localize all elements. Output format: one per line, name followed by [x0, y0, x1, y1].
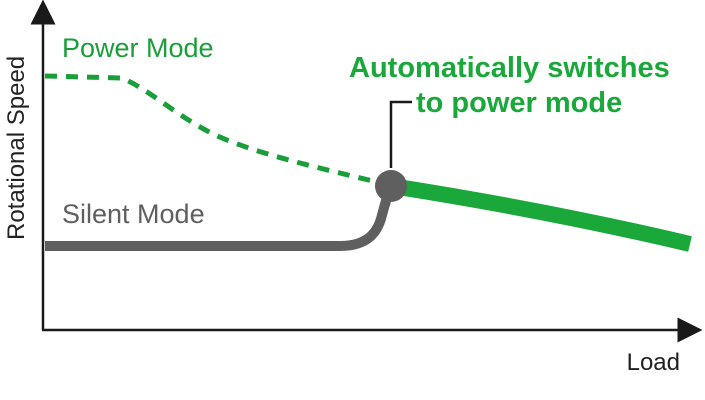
- power-mode-solid-curve: [396, 179, 692, 252]
- annotation-line-2: to power mode: [416, 87, 622, 119]
- annotation-leader-line: [389, 100, 412, 168]
- silent-mode-label: Silent Mode: [62, 199, 205, 229]
- switch-point-marker: [375, 170, 407, 202]
- power-mode-label: Power Mode: [62, 33, 214, 63]
- annotation-line-1: Automatically switches: [349, 52, 670, 84]
- x-axis-label: Load: [627, 349, 680, 376]
- power-mode-dashed-curve: [44, 73, 386, 187]
- y-axis-label: Rotational Speed: [3, 56, 30, 240]
